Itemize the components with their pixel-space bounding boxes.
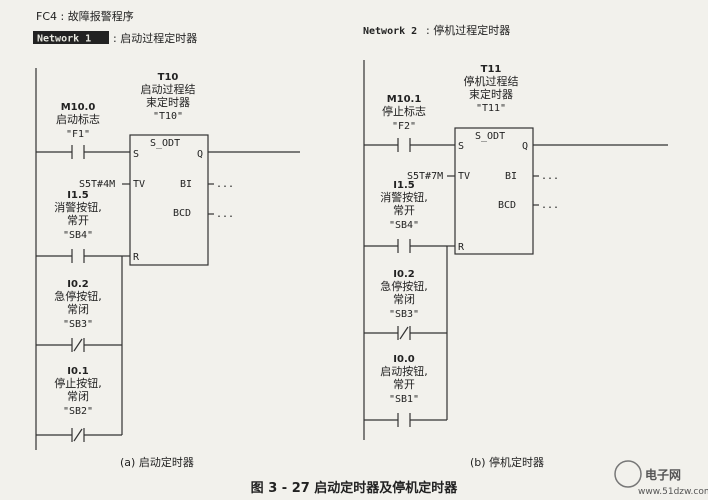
right-contact-2-desc-1: 消警按钮,	[380, 190, 428, 204]
watermark: 电子网 www.51dzw.com	[614, 460, 708, 497]
right-timer-symbol: "T11"	[476, 103, 506, 114]
left-contact-4-sym: "SB2"	[63, 406, 93, 417]
right-contact-4-desc-2: 常开	[393, 378, 415, 391]
left-contact-4-desc-1: 停止按钮,	[54, 376, 102, 390]
left-contact-1-addr: M10.0	[61, 102, 96, 113]
network1-header: Network 1 : 启动过程定时器	[33, 31, 197, 45]
network2-title: : 停机过程定时器	[426, 23, 510, 37]
network1-title: : 启动过程定时器	[113, 31, 197, 45]
right-bcd-out: ...	[541, 200, 559, 211]
right-timer-box	[454, 127, 534, 255]
network2-label: Network 2	[363, 26, 417, 37]
right-contact-1-desc: 停止标志	[382, 104, 426, 118]
watermark-url: www.51dzw.com	[638, 487, 708, 497]
right-timer-addr: T11	[481, 64, 502, 75]
left-contact-3-desc-2: 常闭	[67, 303, 89, 316]
left-pin-q: Q	[197, 149, 203, 160]
left-contact-2-desc-1: 消警按钮,	[54, 200, 102, 214]
network1-label: Network 1	[37, 34, 91, 45]
right-timer-desc-1: 停机过程结	[464, 74, 519, 88]
right-contact-1-sym: "F2"	[392, 121, 416, 132]
left-caption: (a) 启动定时器	[120, 455, 194, 469]
left-timer-box	[129, 134, 209, 266]
right-contact-2-sym: "SB4"	[389, 220, 419, 231]
right-contact-3-desc-1: 急停按钮,	[380, 279, 428, 293]
left-box-title: S_ODT	[150, 138, 180, 149]
watermark-logo-icon	[614, 460, 642, 488]
right-tv-value: S5T#7M	[407, 171, 443, 182]
right-pin-q: Q	[522, 141, 528, 152]
left-timer-addr: T10	[158, 72, 179, 83]
right-contact-4-sym: "SB1"	[389, 394, 419, 405]
right-pin-bi: BI	[505, 171, 517, 182]
network-left: T10 启动过程结 束定时器 "T10" S_ODT S Q TV BI BCD…	[35, 68, 300, 469]
left-contact-2-sym: "SB4"	[63, 230, 93, 241]
left-pin-bcd: BCD	[173, 208, 191, 219]
left-contact-3-addr: I0.2	[67, 279, 88, 290]
right-contact-4-desc-1: 启动按钮,	[380, 364, 428, 378]
right-pin-bcd: BCD	[498, 200, 516, 211]
right-contact-2-addr: I1.5	[393, 180, 414, 191]
watermark-logo-text: 电子网	[645, 467, 681, 482]
fc-title: FC4 : 故障报警程序	[36, 9, 134, 23]
figure-caption: 图 3 - 27 启动定时器及停机定时器	[251, 480, 459, 496]
right-contact-3-addr: I0.2	[393, 269, 414, 280]
right-contact-3-sym: "SB3"	[389, 309, 419, 320]
left-contact-1-desc: 启动标志	[56, 112, 100, 126]
left-contact-2-desc-2: 常开	[67, 214, 89, 227]
right-contact-3-desc-2: 常闭	[393, 293, 415, 306]
right-contact-2-desc-2: 常开	[393, 204, 415, 217]
right-caption: (b) 停机定时器	[470, 455, 544, 469]
left-pin-s: S	[133, 149, 139, 160]
right-pin-r: R	[458, 242, 465, 253]
left-timer-symbol: "T10"	[153, 111, 183, 122]
right-pin-tv: TV	[458, 171, 470, 182]
left-tv-value: S5T#4M	[79, 179, 115, 190]
left-pin-tv: TV	[133, 179, 145, 190]
left-contact-4-desc-2: 常闭	[67, 390, 89, 403]
right-timer-desc-2: 束定时器	[469, 87, 513, 101]
left-contact-3-desc-1: 急停按钮,	[54, 289, 102, 303]
right-contact-1-addr: M10.1	[387, 94, 422, 105]
right-bi-out: ...	[541, 171, 559, 182]
right-pin-s: S	[458, 141, 464, 152]
left-pin-r: R	[133, 252, 140, 263]
network1-label-bg	[33, 31, 109, 44]
left-contact-3-sym: "SB3"	[63, 319, 93, 330]
left-pin-bi: BI	[180, 179, 192, 190]
left-bcd-out: ...	[216, 209, 234, 220]
left-contact-1-sym: "F1"	[66, 129, 90, 140]
right-box-title: S_ODT	[475, 131, 505, 142]
network2-header: Network 2 : 停机过程定时器	[363, 23, 510, 37]
left-timer-desc-2: 束定时器	[146, 95, 190, 109]
left-timer-desc-1: 启动过程结	[141, 83, 196, 96]
left-bi-out: ...	[216, 179, 234, 190]
left-contact-2-addr: I1.5	[67, 190, 88, 201]
left-contact-4-addr: I0.1	[67, 366, 88, 377]
network-right: T11 停机过程结 束定时器 "T11" S_ODT S Q TV BI BCD…	[363, 60, 668, 469]
right-contact-4-addr: I0.0	[393, 354, 414, 365]
